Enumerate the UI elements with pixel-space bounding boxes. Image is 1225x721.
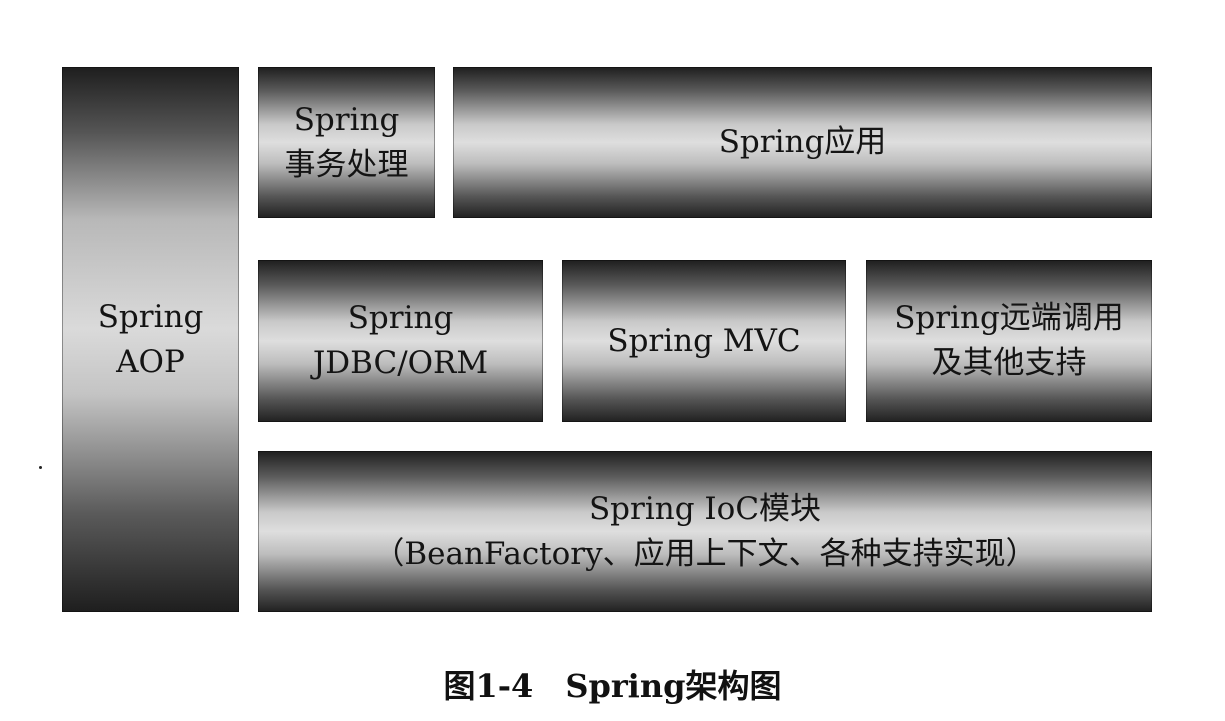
spring-architecture-diagram: Spring AOP Spring 事务处理 Spring应用 Spring J…: [39, 67, 1152, 612]
module-spring-ioc: Spring IoC模块 （BeanFactory、应用上下文、各种支持实现）: [258, 451, 1152, 612]
module-spring-mvc-line-1: Spring MVC: [607, 322, 801, 359]
module-spring-jdbc-orm: Spring JDBC/ORM: [258, 260, 543, 422]
module-spring-aop: Spring AOP: [62, 67, 239, 612]
module-spring-ioc-line-1: Spring IoC模块: [588, 490, 822, 527]
module-spring-remoting-line-1: Spring远端调用: [894, 300, 1124, 337]
module-spring-transaction: Spring 事务处理: [258, 67, 435, 218]
scan-speck: [39, 466, 42, 469]
module-spring-application: Spring应用: [453, 67, 1152, 218]
figure-title: Spring架构图: [565, 667, 782, 705]
module-spring-transaction-line-1: Spring: [293, 101, 400, 138]
module-spring-aop-line-1: Spring: [97, 298, 204, 335]
figure-number: 图1-4: [443, 667, 534, 705]
module-spring-transaction-line-2: 事务处理: [284, 146, 409, 183]
module-spring-jdbc-orm-line-2: JDBC/ORM: [312, 345, 489, 381]
module-spring-ioc-line-2: （BeanFactory、应用上下文、各种支持实现）: [373, 535, 1037, 572]
module-spring-remoting-line-2: 及其他支持: [931, 345, 1087, 381]
module-spring-application-line-1: Spring应用: [718, 124, 887, 161]
module-spring-remoting: Spring远端调用 及其他支持: [866, 260, 1152, 422]
module-spring-jdbc-orm-line-1: Spring: [347, 300, 454, 337]
module-spring-aop-line-2: AOP: [116, 343, 185, 380]
figure-caption: 图1-4 Spring架构图: [0, 656, 1225, 712]
module-spring-mvc: Spring MVC: [562, 260, 846, 422]
